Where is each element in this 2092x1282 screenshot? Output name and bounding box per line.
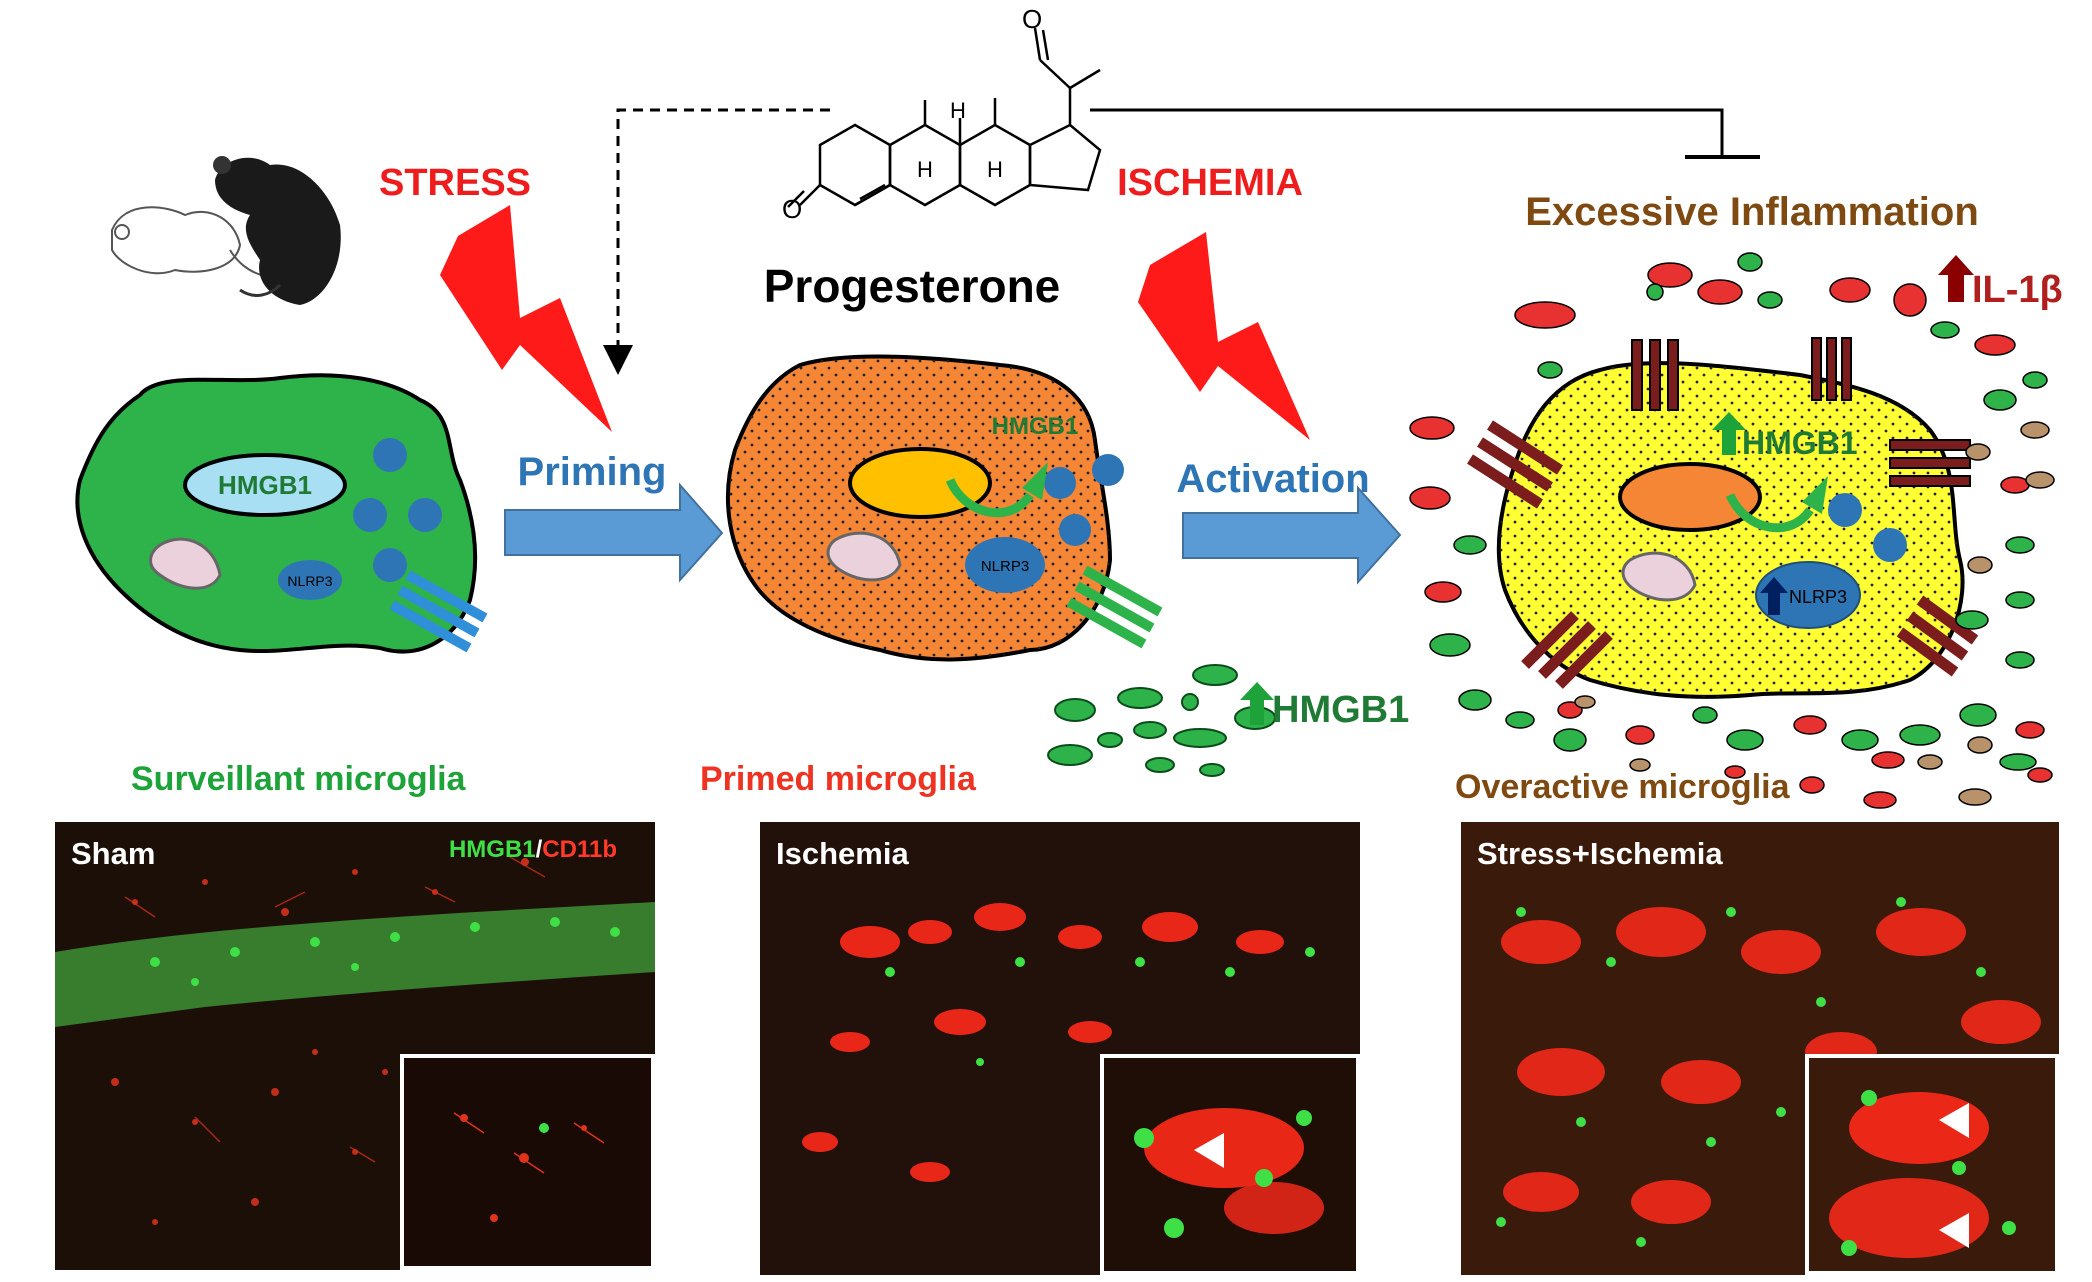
primed-hmgb1-label: HMGB1 xyxy=(992,413,1079,440)
ischemia-panel-label: Ischemia xyxy=(776,836,909,871)
primed-nlrp3-label: NLRP3 xyxy=(981,558,1029,575)
sham-panel-label: Sham xyxy=(71,836,156,871)
overactive-cell xyxy=(1467,337,1979,699)
molecule-atom-h2: H xyxy=(917,157,933,182)
activation-arrow xyxy=(1182,485,1402,585)
primed-cell xyxy=(725,354,1163,662)
molecule-atom-o2: O xyxy=(1022,4,1042,34)
dashed-priming-arrow xyxy=(603,108,830,375)
il1b-up-arrow xyxy=(1938,255,1974,302)
stress-ischemia-arrowhead-1 xyxy=(1939,1103,1969,1138)
ischemia-inset-arrowhead xyxy=(1194,1133,1224,1168)
surveillant-hmgb1-label: HMGB1 xyxy=(218,470,312,500)
stain-legend: HMGB1/CD11b xyxy=(449,836,617,864)
il1b-label: IL-1β xyxy=(1972,269,2063,311)
progesterone-structure xyxy=(787,27,1102,208)
stress-ischemia-inset xyxy=(1805,1054,2059,1275)
nlrp3-up-arrow xyxy=(1760,577,1788,615)
molecule-atom-o1: O xyxy=(782,194,802,224)
priming-arrow xyxy=(504,482,724,583)
ischemia-inset-image xyxy=(1134,1108,1324,1238)
overactive-nlrp3-label: NLRP3 xyxy=(1789,587,1847,607)
molecule-atom-h1: H xyxy=(950,98,966,123)
overactive-caption: Overactive microglia xyxy=(1455,768,1790,806)
released-hmgb1-up-arrow xyxy=(1240,682,1274,725)
ischemia-micrograph: Ischemia xyxy=(760,822,1360,1275)
ischemia-inset xyxy=(1100,1054,1360,1275)
stress-ischemia-arrowhead-2 xyxy=(1939,1213,1969,1248)
stain-hmgb1-label: HMGB1 xyxy=(448,836,536,863)
progesterone-label: Progesterone xyxy=(764,260,1061,312)
molecule-atom-h3: H xyxy=(987,157,1003,182)
primed-caption: Primed microglia xyxy=(700,760,976,798)
sham-inset xyxy=(400,1054,655,1270)
stress-lightning-icon xyxy=(440,205,612,432)
overactive-hmgb1-label: HMGB1 xyxy=(1742,425,1858,461)
inhibition-line xyxy=(1090,108,1724,155)
mouse-illustration xyxy=(111,156,341,305)
ischemia-label: ISCHEMIA xyxy=(1117,162,1303,204)
released-hmgb1-label: HMGB1 xyxy=(1272,689,1409,731)
surveillant-nlrp3-label: NLRP3 xyxy=(287,573,332,589)
stress-ischemia-panel-label: Stress+Ischemia xyxy=(1477,836,1723,871)
stain-cd11b-label: CD11b xyxy=(542,836,617,863)
stress-ischemia-inset-image xyxy=(1829,1090,2016,1258)
cytokine-particles xyxy=(1409,252,2055,809)
activation-label: Activation xyxy=(1176,457,1369,501)
released-hmgb1-particles xyxy=(1047,664,1276,777)
sham-inset-image xyxy=(453,1112,605,1222)
stain-separator: / xyxy=(535,836,543,863)
stress-ischemia-micrograph: Stress+Ischemia xyxy=(1461,822,2059,1275)
surveillant-cell xyxy=(75,373,488,654)
priming-label: Priming xyxy=(518,450,667,494)
stress-label: STRESS xyxy=(379,162,531,204)
surveillant-caption: Surveillant microglia xyxy=(131,760,466,798)
excessive-inflammation-label: Excessive Inflammation xyxy=(1525,190,1979,234)
sham-micrograph: Sham HMGB1/CD11b xyxy=(55,822,655,1270)
hmgb1-up-arrow xyxy=(1712,412,1746,455)
ischemia-lightning-icon xyxy=(1138,232,1310,440)
